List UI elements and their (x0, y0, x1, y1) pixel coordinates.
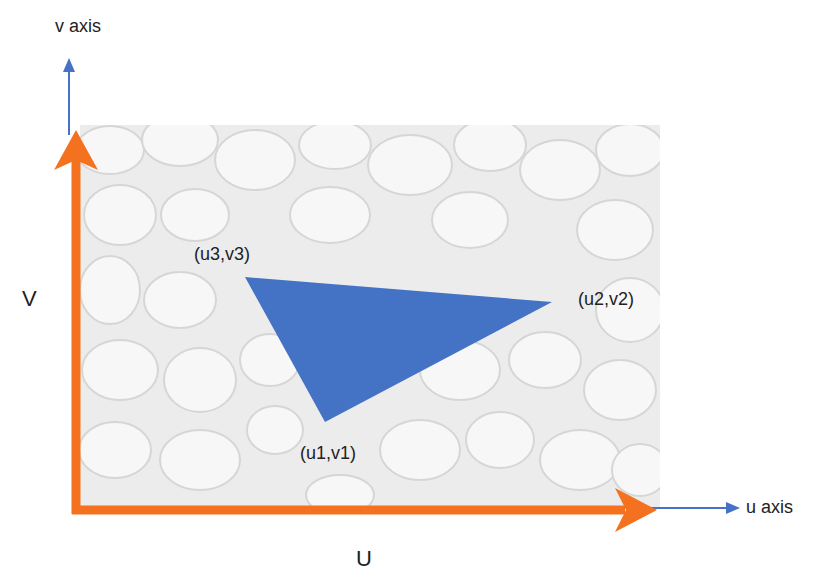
dimension-label: U (356, 546, 372, 571)
u-dimension-arrow (72, 506, 625, 515)
axis-label: v axis (55, 16, 101, 37)
u-dimension-arrowhead (615, 488, 657, 532)
v-dimension-arrowhead (54, 130, 98, 170)
vertex-label: (u3,v3) (194, 244, 250, 265)
v-axis-line (68, 70, 70, 135)
vertex-label: (u2,v2) (578, 289, 634, 310)
dimension-label: V (22, 286, 37, 311)
u-axis-line (650, 507, 728, 509)
v-dimension-arrow (72, 160, 81, 514)
texture-image (80, 125, 660, 507)
vertex-label: (u1,v1) (300, 443, 356, 464)
axis-label: u axis (746, 497, 793, 518)
pebbles (80, 125, 660, 507)
uv-triangle (245, 277, 552, 422)
v-axis-arrowhead (63, 58, 75, 72)
u-axis-arrowhead (726, 502, 740, 514)
